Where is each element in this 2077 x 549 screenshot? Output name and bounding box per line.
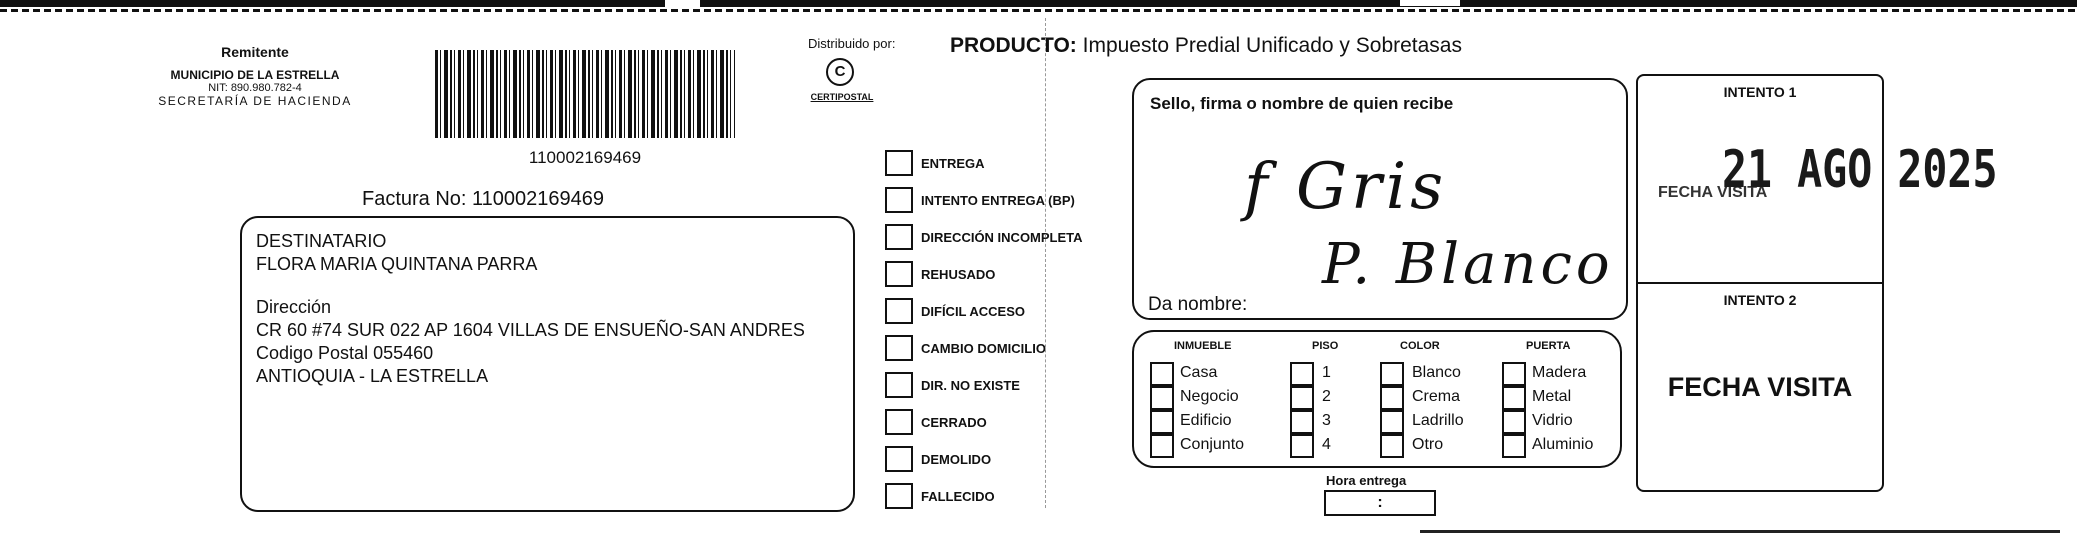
property-box: INMUEBLE Casa Negocio Edificio Conjunto … (1132, 330, 1622, 468)
checkbox[interactable] (1380, 386, 1404, 410)
da-nombre-label: Da nombre: (1148, 294, 1248, 315)
remitente-name: MUNICIPIO DE LA ESTRELLA (170, 68, 340, 82)
remitente-label: Remitente (221, 44, 289, 60)
checkbox[interactable] (885, 372, 913, 398)
reason-label: DEMOLIDO (921, 452, 992, 467)
signature-line1: f Gris (1244, 150, 1448, 224)
receipt-box: Sello, firma o nombre de quien recibe f … (1132, 78, 1628, 320)
checkbox[interactable] (885, 187, 913, 213)
reason-label: DIFÍCIL ACCESO (921, 304, 1026, 319)
reason-label: REHUSADO (921, 267, 996, 282)
checkbox[interactable] (1380, 362, 1404, 386)
signature-line2: P. Blanco (1322, 232, 1614, 297)
destinatario-name: FLORA MARIA QUINTANA PARRA (256, 254, 538, 274)
checkbox[interactable] (1150, 410, 1174, 434)
barcode-number: 110002169469 (528, 148, 642, 167)
option-label: Casa (1180, 364, 1218, 381)
certipostal-logo-text: CERTIPOSTAL (810, 92, 874, 102)
option-label: Blanco (1412, 364, 1461, 381)
checkbox[interactable] (885, 298, 913, 324)
checkbox[interactable] (885, 483, 913, 509)
destinatario-postal: Codigo Postal 055460 (256, 343, 434, 363)
option-label: 4 (1322, 436, 1331, 453)
reason-label: CERRADO (921, 415, 987, 430)
checkbox[interactable] (1150, 434, 1174, 458)
checkbox[interactable] (1380, 410, 1404, 434)
hora-entrega-label: Hora entrega (1326, 473, 1407, 488)
distribuido-por-label: Distribuido por: (808, 36, 896, 51)
reason-label: CAMBIO DOMICILIO (921, 341, 1046, 356)
destinatario-content: DESTINATARIO FLORA MARIA QUINTANA PARRA … (256, 230, 805, 388)
remitente-department: SECRETARÍA DE HACIENDA (158, 94, 352, 108)
option-label: Edificio (1180, 412, 1232, 429)
option-label: 1 (1322, 364, 1331, 381)
intento1-stamp-prefix: FECHA VISITA (1658, 184, 1768, 201)
checkbox[interactable] (1502, 386, 1526, 410)
checkbox[interactable] (1290, 434, 1314, 458)
reason-label: DIRECCIÓN INCOMPLETA (921, 230, 1083, 245)
barcode (435, 50, 735, 138)
checkbox[interactable] (1290, 362, 1314, 386)
intento-divider (1638, 282, 1882, 284)
option-label: Ladrillo (1412, 412, 1464, 429)
hora-entrega-field[interactable]: : (1324, 490, 1436, 516)
intento2-fecha-visita: FECHA VISITA (1667, 372, 1853, 402)
reason-label: FALLECIDO (921, 489, 995, 504)
option-label: Aluminio (1532, 436, 1594, 453)
checkbox[interactable] (1150, 386, 1174, 410)
producto-value: Impuesto Predial Unificado y Sobretasas (1082, 34, 1462, 57)
factura-number: Factura No: 110002169469 (362, 188, 605, 210)
option-label: 2 (1322, 388, 1331, 405)
checkbox[interactable] (1150, 362, 1174, 386)
remitente-block: Remitente MUNICIPIO DE LA ESTRELLA NIT: … (140, 44, 370, 108)
reason-label: DIR. NO EXISTE (921, 378, 1020, 393)
inmueble-header: INMUEBLE (1174, 340, 1232, 352)
certipostal-logo-icon: C (826, 58, 854, 86)
checkbox[interactable] (885, 150, 913, 176)
checkbox[interactable] (1380, 434, 1404, 458)
reason-label: INTENTO ENTREGA (BP) (921, 193, 1075, 208)
intento1-label: INTENTO 1 (1723, 84, 1797, 100)
checkbox[interactable] (885, 224, 913, 250)
option-label: Madera (1532, 364, 1587, 381)
fold-line (1045, 18, 1046, 508)
receipt-title: Sello, firma o nombre de quien recibe (1150, 94, 1454, 113)
checkbox[interactable] (885, 261, 913, 287)
direccion-label: Dirección (256, 297, 332, 317)
checkbox[interactable] (885, 446, 913, 472)
option-label: Otro (1412, 436, 1444, 453)
option-label: Crema (1412, 388, 1461, 405)
destinatario-label: DESTINATARIO (256, 231, 387, 251)
checkbox[interactable] (1502, 410, 1526, 434)
puerta-header: PUERTA (1526, 340, 1571, 352)
producto-line: PRODUCTO: Impuesto Predial Unificado y S… (950, 34, 1462, 58)
destinatario-city: ANTIOQUIA - LA ESTRELLA (256, 366, 489, 386)
checkbox[interactable] (885, 409, 913, 435)
intento-box: INTENTO 1 FECHA VISITA INTENTO 2 FECHA V… (1636, 74, 1884, 492)
reason-label: ENTREGA (921, 156, 985, 171)
producto-label: PRODUCTO: (950, 34, 1077, 57)
checkbox[interactable] (1502, 434, 1526, 458)
checkbox[interactable] (1290, 386, 1314, 410)
intento1-stamp-date: 21 AGO 2025 (1722, 140, 1998, 200)
checkbox[interactable] (1502, 362, 1526, 386)
checkbox[interactable] (885, 335, 913, 361)
scan-noise-top (0, 0, 2077, 14)
option-label: Vidrio (1532, 412, 1573, 429)
checkbox[interactable] (1290, 410, 1314, 434)
color-header: COLOR (1400, 340, 1440, 352)
destinatario-address: CR 60 #74 SUR 022 AP 1604 VILLAS DE ENSU… (256, 320, 805, 340)
piso-header: PISO (1312, 340, 1339, 352)
scan-edge-bottom (1420, 530, 2060, 533)
option-label: 3 (1322, 412, 1331, 429)
option-label: Metal (1532, 388, 1572, 405)
option-label: Negocio (1180, 388, 1239, 405)
intento2-label: INTENTO 2 (1723, 292, 1797, 308)
option-label: Conjunto (1180, 436, 1245, 453)
remitente-nit: NIT: 890.980.782-4 (208, 82, 302, 94)
destinatario-box: DESTINATARIO FLORA MARIA QUINTANA PARRA … (240, 216, 855, 512)
